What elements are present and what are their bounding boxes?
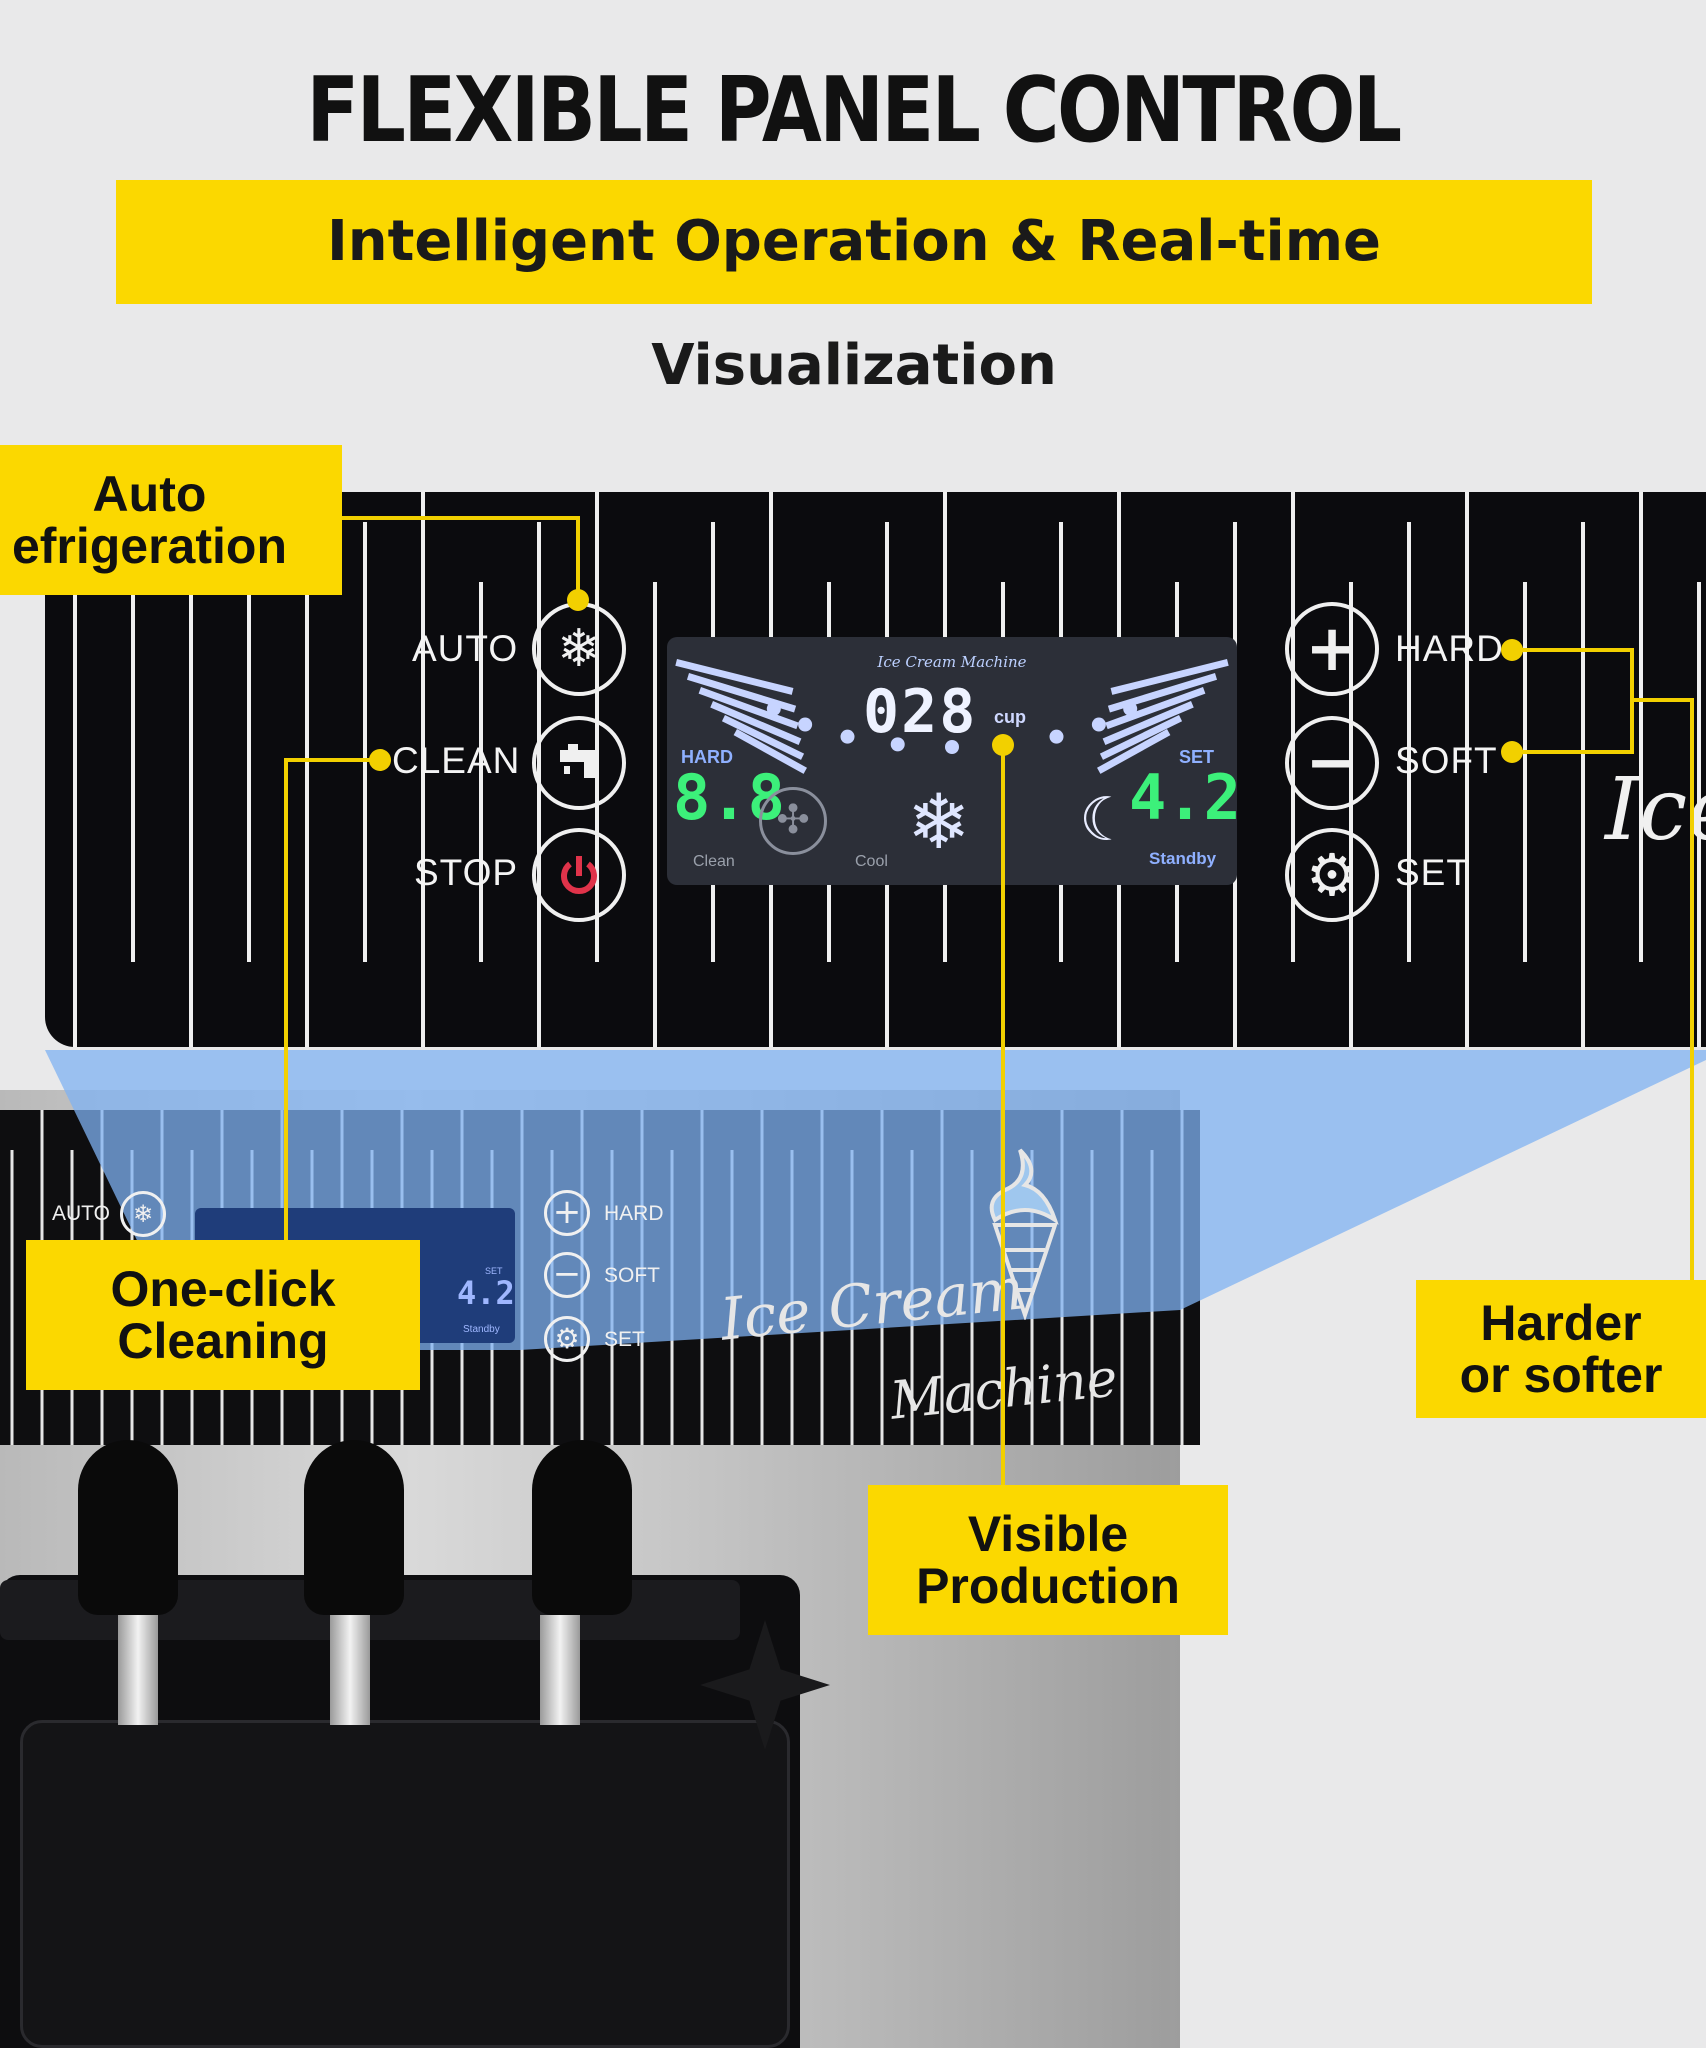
display-bar (1099, 715, 1183, 760)
display-bar (1105, 687, 1206, 730)
drip-tray-plate (20, 1720, 790, 2048)
soft-button[interactable]: − (1285, 716, 1379, 810)
display-dot (1123, 701, 1138, 716)
set-button[interactable]: ⚙ (1285, 828, 1379, 922)
hard-button-label: HARD (1395, 628, 1504, 669)
cup-unit: cup (994, 707, 1027, 727)
callout-harder-softer: Harder or softer (1416, 1280, 1706, 1418)
display-dot (798, 717, 813, 732)
gear-icon: ⚙ (1306, 841, 1358, 909)
small-soft-label: SOFT (604, 1264, 660, 1287)
dispenser-lever-2[interactable] (304, 1440, 404, 1615)
display-bar (1110, 659, 1229, 695)
nozzle-2 (330, 1615, 370, 1725)
display-bar (1107, 673, 1218, 713)
callout-harder-softer-text: Harder or softer (1459, 1294, 1663, 1403)
display-dot (945, 740, 959, 754)
power-icon (561, 856, 597, 894)
ice-cream-cone-icon (989, 1148, 1059, 1320)
small-soft-button[interactable]: − (544, 1252, 590, 1298)
display-brand: Ice Cream Machine (877, 653, 1027, 671)
display-bar (675, 659, 794, 695)
display-arc-bars (675, 659, 1229, 774)
stop-button[interactable] (532, 828, 626, 922)
fan-icon: ✣ (759, 787, 827, 855)
hard-label: HARD (681, 747, 733, 767)
small-display-set: SET (485, 1266, 503, 1276)
set-value: 4.2 (1129, 761, 1241, 834)
hard-button[interactable]: + (1285, 602, 1379, 696)
snowflake-icon: ❄ (557, 619, 601, 679)
callout-auto-refrigeration-text: Auto efrigeration (11, 465, 287, 574)
cup-counter: 028 (863, 677, 978, 747)
callout-auto-refrigeration: Auto efrigeration (0, 445, 342, 595)
stop-label: STOP (414, 852, 519, 893)
display-bar (698, 687, 799, 730)
small-hard-button[interactable]: + (544, 1190, 590, 1236)
clean-button[interactable] (532, 716, 626, 810)
moon-icon: ☾ (1079, 785, 1133, 855)
small-auto-label: AUTO (52, 1202, 110, 1225)
small-auto-button[interactable]: ❄ (120, 1191, 166, 1237)
plus-icon: + (1305, 612, 1359, 686)
small-set-label: SET (604, 1328, 645, 1351)
display-dot (1091, 717, 1106, 732)
small-display-standby: Standby (463, 1324, 500, 1335)
faucet-icon (560, 744, 596, 778)
display-dot (890, 737, 905, 752)
clean-label: CLEAN (392, 740, 521, 781)
minus-icon: − (1305, 726, 1359, 800)
callout-one-click-cleaning-text: One-click Cleaning (110, 1260, 336, 1369)
display-dot (766, 701, 781, 716)
dispenser-lever-1[interactable] (78, 1440, 178, 1615)
display-bar (686, 673, 797, 713)
page-title: FLEXIBLE PANEL CONTROL (306, 58, 1402, 163)
small-hard-label: HARD (604, 1202, 664, 1225)
display-bar (733, 729, 807, 774)
small-display-value: 4.2 (457, 1274, 515, 1312)
callout-visible-production-text: Visible Production (916, 1505, 1180, 1614)
set-label: SET (1179, 747, 1215, 767)
nozzle-1 (118, 1615, 158, 1725)
display-bar (710, 701, 802, 745)
callout-visible-production: Visible Production (868, 1485, 1228, 1635)
page-subtitle: Intelligent Operation & Real-time Visual… (326, 209, 1382, 398)
auto-label: AUTO (412, 628, 519, 669)
set-button-label: SET (1395, 852, 1470, 893)
soft-button-label: SOFT (1395, 740, 1498, 781)
standby-mode-label: Standby (1149, 849, 1217, 868)
subtitle-band (116, 180, 1592, 304)
small-set-button[interactable]: ⚙ (544, 1316, 590, 1362)
lcd-display: Ice Cream Machine 028 cup HARD 8.8 SET 4… (667, 637, 1241, 885)
dispenser-lever-3[interactable] (532, 1440, 632, 1615)
display-bar (1102, 701, 1194, 745)
display-dot (840, 729, 855, 744)
display-bar (721, 715, 805, 760)
display-dot (1049, 729, 1064, 744)
side-logo: Ice (1605, 760, 1706, 860)
nozzle-3 (540, 1615, 580, 1725)
cool-mode-label: Cool (855, 853, 888, 870)
clean-mode-label: Clean (693, 853, 735, 870)
callout-one-click-cleaning: One-click Cleaning (26, 1240, 420, 1390)
snowflake-display-icon: ❄ (907, 777, 971, 866)
display-bar (1097, 729, 1171, 774)
